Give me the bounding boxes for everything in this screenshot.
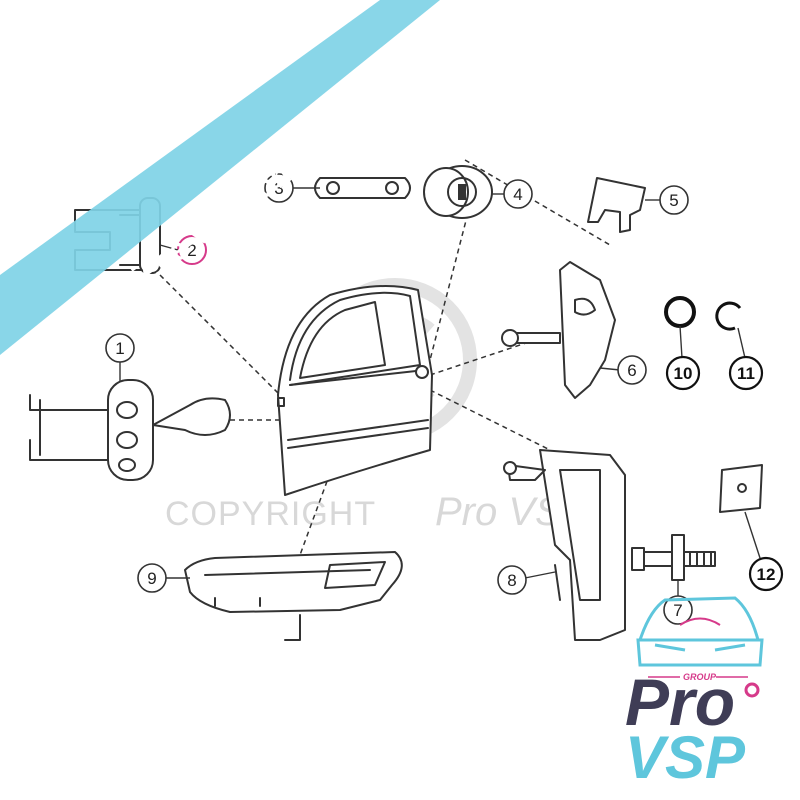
svg-text:2: 2 bbox=[187, 241, 196, 260]
svg-text:8: 8 bbox=[507, 571, 516, 590]
callout-4: 4 bbox=[503, 179, 533, 209]
svg-text:6: 6 bbox=[627, 361, 636, 380]
logo-pro-text: Pro bbox=[625, 665, 735, 739]
part-door-check bbox=[29, 379, 231, 481]
callout-9: 9 bbox=[137, 563, 167, 593]
svg-text:10: 10 bbox=[674, 364, 693, 383]
part-o-ring bbox=[664, 296, 696, 359]
part-lock-cylinder bbox=[423, 165, 505, 219]
part-lock-plate bbox=[292, 177, 411, 199]
svg-text:7: 7 bbox=[673, 601, 682, 620]
callout-8: 8 bbox=[497, 565, 527, 595]
callout-2: 2 bbox=[159, 235, 207, 265]
part-clip bbox=[587, 177, 660, 233]
part-inner-mechanism bbox=[503, 449, 626, 641]
part-circlip bbox=[715, 301, 746, 359]
callout-1: 1 bbox=[105, 333, 135, 382]
callout-11: 11 bbox=[728, 355, 764, 391]
part-latch bbox=[501, 261, 621, 399]
part-bolt bbox=[631, 534, 716, 598]
callout-10: 10 bbox=[665, 355, 701, 391]
part-door-shell bbox=[277, 285, 433, 496]
gear-icon bbox=[744, 682, 760, 698]
callout-7: 7 bbox=[663, 595, 693, 625]
svg-text:5: 5 bbox=[669, 191, 678, 210]
callout-12: 12 bbox=[748, 556, 784, 592]
logo-group-text: GROUP bbox=[683, 672, 717, 682]
svg-text:4: 4 bbox=[513, 185, 522, 204]
svg-text:9: 9 bbox=[147, 569, 156, 588]
part-square-nut bbox=[719, 464, 763, 559]
callout-6: 6 bbox=[617, 355, 647, 385]
svg-text:11: 11 bbox=[737, 364, 755, 383]
svg-text:1: 1 bbox=[115, 339, 124, 358]
callouts: 1 2 3 4 5 6 7 8 bbox=[105, 173, 784, 625]
svg-text:3: 3 bbox=[274, 179, 283, 198]
callout-3: 3 bbox=[264, 173, 294, 203]
car-icon bbox=[636, 596, 764, 667]
logo-vsp-text: VSP bbox=[625, 724, 746, 791]
callout-5: 5 bbox=[659, 185, 689, 215]
svg-text:12: 12 bbox=[757, 565, 776, 584]
pro-vsp-logo: GROUP Pro VSP bbox=[625, 596, 764, 791]
watermark-copyright-text: COPYRIGHT bbox=[165, 495, 376, 533]
assembly-lines bbox=[159, 159, 611, 556]
part-inner-handle bbox=[166, 551, 403, 641]
